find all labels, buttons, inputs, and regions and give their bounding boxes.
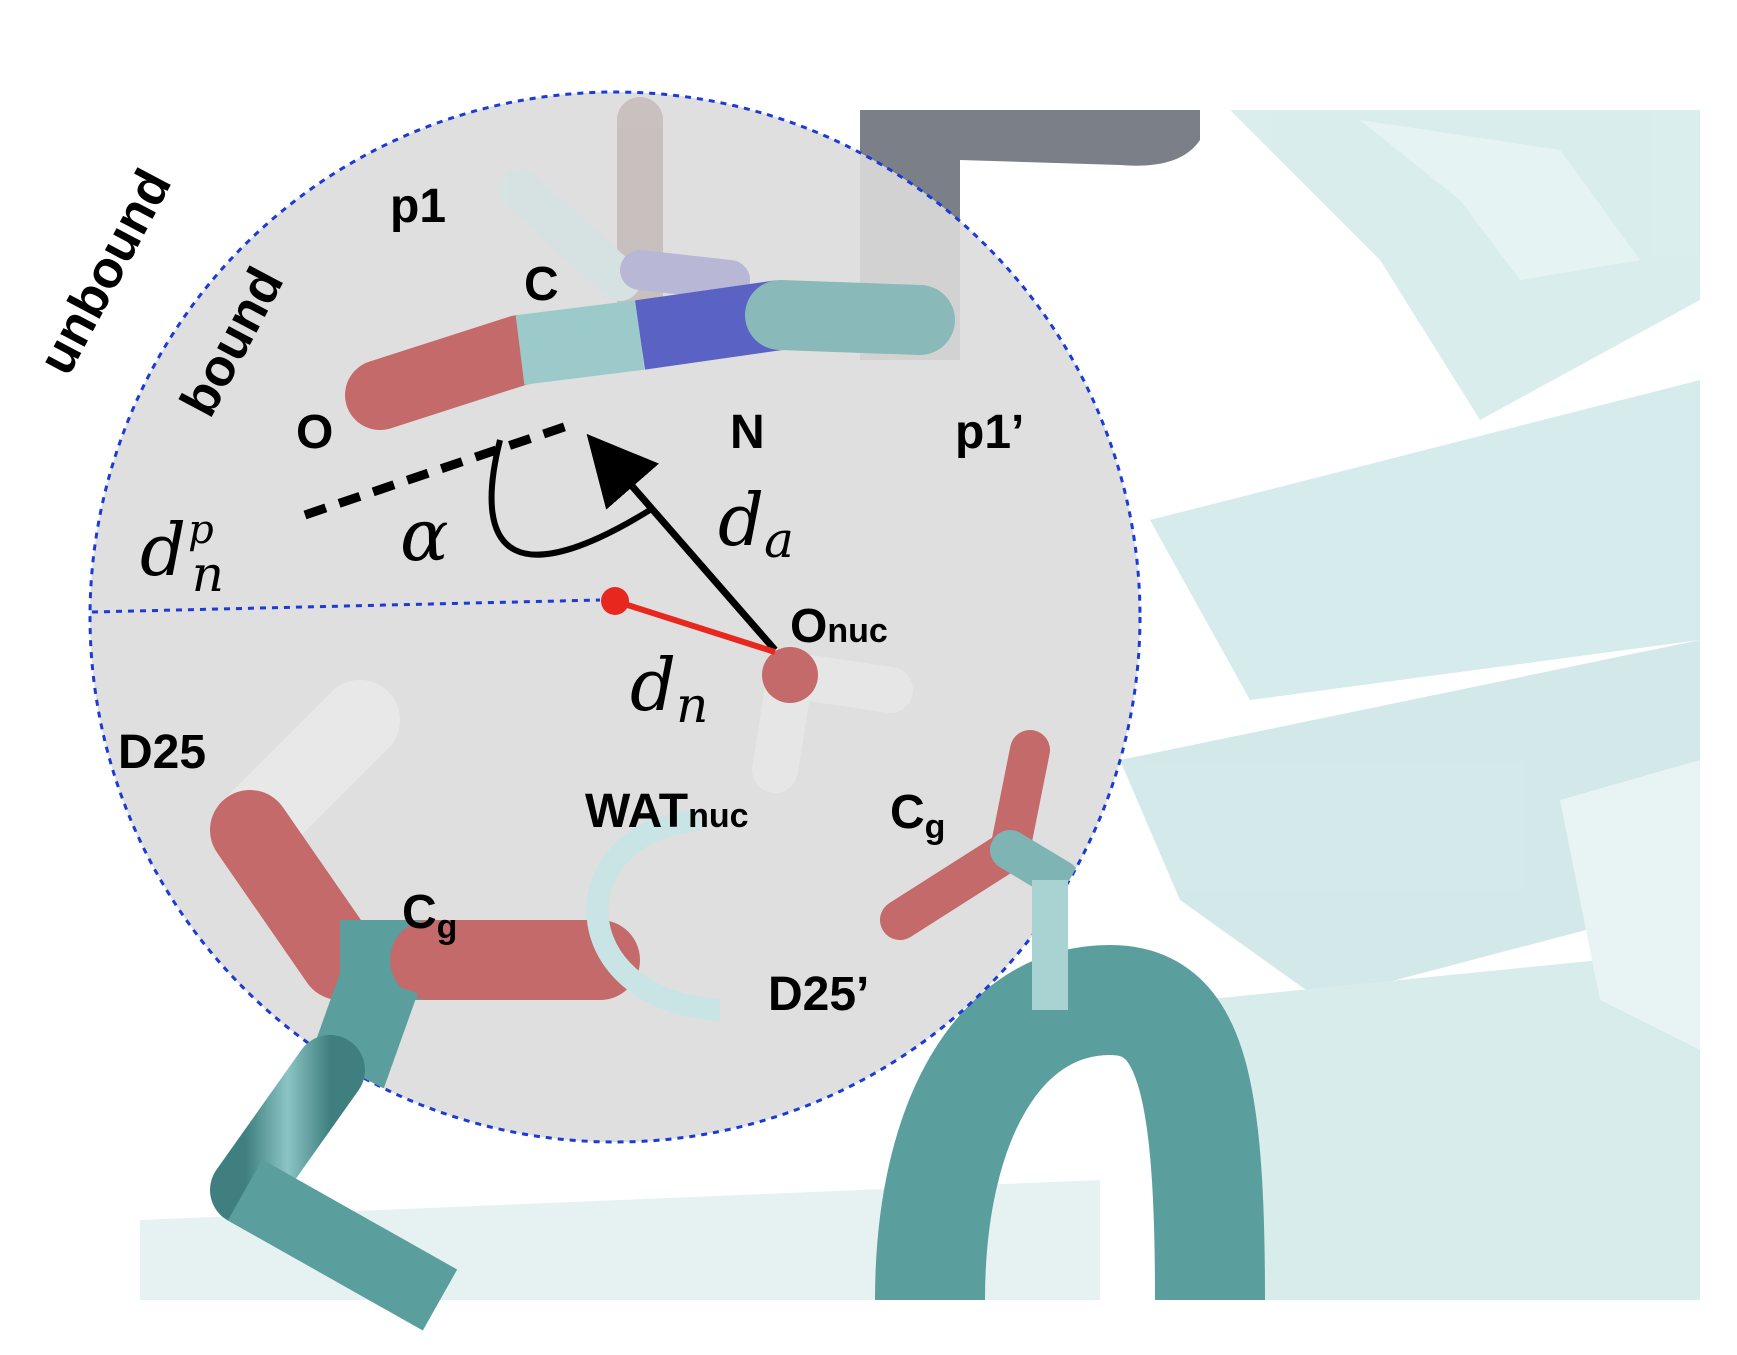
d25-prime-sidechain [586,730,1080,1021]
peptide-bond-sticks [345,280,955,430]
teal-helix-tube [875,944,1265,1301]
d-a-arrow [586,433,778,653]
d-a-symbol: da [718,478,794,569]
water-molecule [752,647,913,793]
unbound-label: unbound [27,160,183,384]
d25-label: D25 [118,726,206,779]
d25-prime-label: D25’ [768,968,869,1021]
bound-unbound-divider [91,598,601,614]
cg-right-label: Cg [890,786,945,846]
peptide-sticks-faded [499,97,750,353]
d25-backbone [210,880,1068,1331]
cg-left-label: Cg [402,886,457,946]
d-n-symbol: dn [630,643,708,734]
background-ribbons [140,110,1700,1300]
binding-region-circle [88,90,1142,1144]
o-nuc-label: Onuc [790,600,888,653]
nitrogen-label: N [730,406,765,459]
oxygen-label: O [296,406,333,459]
alpha-angle-arc [488,439,652,558]
d-n-projection-point [601,587,629,615]
alpha-symbol: α [400,493,449,577]
p1-label: p1 [390,180,446,233]
p1-prime-label: p1’ [955,406,1024,459]
carbon-label: C [524,258,559,311]
carbonyl-axis-dashed [303,420,572,520]
wat-nuc-label: WATnuc [585,785,749,838]
d-n-line [614,598,776,655]
